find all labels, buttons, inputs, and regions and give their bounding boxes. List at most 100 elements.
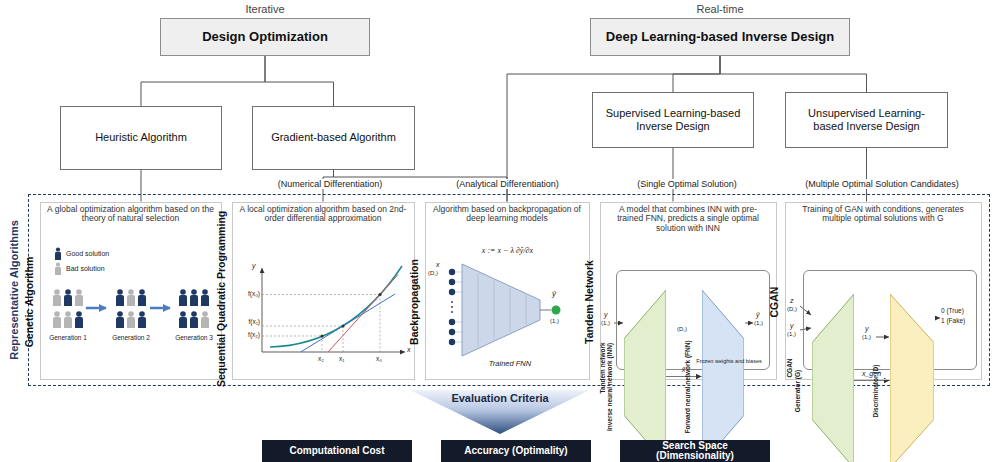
text-label: (Single Optimal Solution): [612, 179, 762, 189]
person-head: [191, 289, 197, 295]
generation-arrows: [86, 307, 170, 310]
algorithm-card: Tandem NetworkA model that combines INN …: [600, 202, 777, 380]
drawing-part: [322, 336, 323, 352]
node-title: Representative Algorithms: [7, 205, 21, 375]
person-body: [75, 295, 83, 306]
text-label: f(x₁): [233, 318, 260, 325]
text-label: x := x − λ ∂ŷ/∂x: [440, 246, 575, 255]
person-icon: [127, 311, 135, 328]
person-body: [53, 295, 61, 306]
input-neuron: [449, 319, 455, 325]
person-head: [117, 289, 123, 295]
text-label: (D,): [428, 270, 438, 277]
drawing-part: [262, 295, 380, 353]
input-neuron: [449, 339, 455, 345]
person-icon: [179, 311, 187, 328]
node-body: A global optimization algorithm based on…: [47, 205, 215, 225]
person-icon: [201, 311, 209, 328]
text-label: y: [865, 325, 869, 333]
person-icon: [64, 311, 72, 328]
hidden-layer: [526, 295, 527, 325]
drawing-part: [150, 307, 170, 310]
text-label: 0 (True): [941, 307, 964, 314]
text-label: x: [436, 261, 440, 269]
person-head: [56, 262, 60, 266]
dashed-region: Representative AlgorithmsGenetic Algorit…: [28, 194, 990, 386]
person-body: [55, 267, 61, 275]
people-icons: [53, 247, 209, 328]
algorithm-card: Genetic AlgorithmA global optimization a…: [40, 202, 222, 380]
trapezoid-shape: [812, 294, 854, 462]
person-body: [53, 317, 61, 328]
category-box: Deep Learning-based Inverse Design: [590, 18, 850, 56]
person-body: [190, 295, 198, 306]
node-title: Deep Learning-based Inverse Design: [606, 30, 834, 45]
algorithm-card: CGANTraining of GAN with conditions, gen…: [785, 202, 982, 380]
person-body: [201, 317, 209, 328]
network-block: Discriminator (D): [890, 294, 934, 462]
person-icon: [75, 311, 83, 328]
node-body: A model that combines INN with pre-train…: [607, 205, 770, 234]
drawing-part: [341, 324, 344, 327]
person-body: [127, 295, 135, 306]
drawing-part: [262, 326, 343, 327]
text-label: x₀: [376, 355, 382, 362]
input-neuron: [449, 329, 455, 335]
node-body: Training of GAN with conditions, generat…: [792, 205, 975, 225]
text-label: y: [252, 262, 256, 270]
node-body: A local optimization algorithm based on …: [239, 205, 408, 225]
criterion-box: Accuracy (Optimality): [441, 440, 591, 462]
drawing-part: [452, 272, 526, 347]
algorithm-card: Sequential Quadratic ProgrammingA local …: [232, 202, 415, 380]
drawing-part: [343, 326, 344, 352]
person-body: [179, 295, 187, 306]
criterion-box: Search Space (Dimensionality): [620, 440, 770, 462]
drawing-part: [262, 336, 322, 337]
trapezoid-shape: [702, 290, 744, 462]
connector: [334, 170, 508, 202]
node-body: Algorithm based on backpropagation of de…: [432, 205, 583, 225]
person-head: [117, 311, 123, 317]
drawing-part: [320, 334, 323, 337]
drawing-part: [800, 306, 811, 315]
trapezoid-outline: [624, 290, 666, 462]
method-box: Gradient-based Algorithm: [252, 106, 415, 170]
text-label: ŷ: [756, 311, 760, 319]
text-label: (Numerical Differentiation): [255, 179, 405, 189]
person-body: [64, 295, 72, 306]
text-label: Good solution: [66, 250, 109, 258]
node-title: CGAN: [786, 283, 800, 453]
text-label: (1,): [862, 334, 871, 341]
person-head: [128, 311, 134, 317]
person-body: [190, 317, 198, 328]
node-title: Discriminator (D): [872, 306, 886, 462]
input-neuron: [449, 269, 455, 275]
trapezoid-outline: [890, 294, 934, 462]
text-label: (D,): [787, 306, 797, 313]
drawing-part: [262, 268, 263, 352]
person-icon: [116, 311, 124, 328]
text-label: x₂: [318, 355, 324, 362]
person-head: [56, 247, 60, 251]
text-label: x₁: [339, 355, 344, 362]
trapezoid-outline: [702, 290, 744, 462]
drawing-part: [745, 323, 753, 324]
evaluation-arrow: [410, 390, 590, 434]
text-label: Trained FNN: [470, 360, 550, 369]
person-head: [54, 311, 60, 317]
ellipsis-dot: [451, 301, 453, 303]
method-box: Supervised Learning-based Inverse Design: [592, 92, 754, 148]
drawing-part: [540, 310, 551, 311]
person-icon: [138, 289, 146, 306]
person-body: [116, 317, 124, 328]
drawing-part: [262, 352, 405, 353]
drawing-part: [462, 264, 540, 356]
person-body: [127, 317, 135, 328]
connector: [141, 56, 265, 106]
person-icon: [138, 311, 146, 328]
drawing-part: [935, 318, 940, 319]
node-title: Sequential Quadratic Programming: [215, 217, 229, 387]
connector: [265, 56, 334, 106]
node-title: Genetic Algorithm: [23, 217, 37, 387]
text-label: y: [790, 322, 794, 330]
